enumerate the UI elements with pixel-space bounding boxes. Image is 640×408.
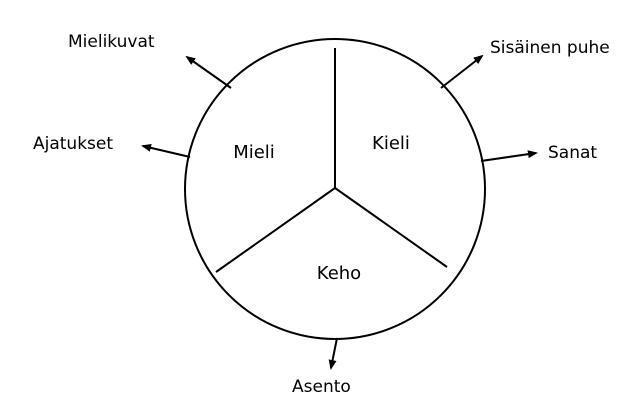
label-thoughts: Ajatukset <box>33 134 113 154</box>
sector-label-mind: Mieli <box>233 142 275 163</box>
label-images: Mielikuvat <box>68 32 155 52</box>
arrow-posture <box>328 337 338 370</box>
arrow-words <box>480 150 538 162</box>
arrow-images <box>185 55 232 89</box>
divider-left <box>215 187 336 273</box>
arrow-inner-speech <box>440 54 484 89</box>
arrow-thoughts <box>141 143 191 158</box>
main-circle <box>184 38 486 340</box>
label-inner-speech: Sisäinen puhe <box>490 38 610 58</box>
label-words: Sanat <box>548 143 597 163</box>
sector-label-body: Keho <box>317 263 361 284</box>
divider-right <box>334 187 448 268</box>
sector-label-language: Kieli <box>372 133 410 154</box>
label-posture: Asento <box>292 377 351 397</box>
